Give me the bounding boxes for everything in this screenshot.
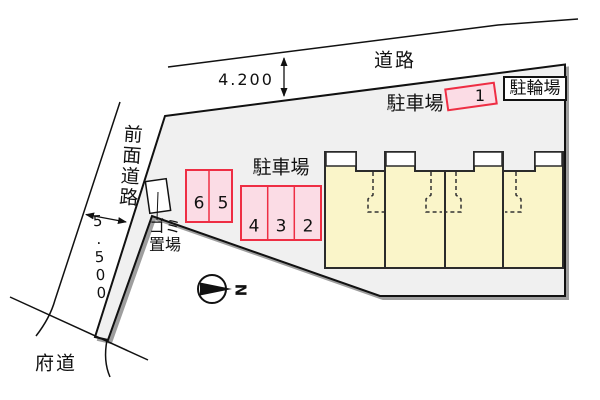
parking-space-1-number: 1 [474, 86, 486, 105]
top-road-dimension-label: 4.200 [218, 70, 274, 89]
bicycle-parking-label: 駐輪場 [509, 78, 561, 99]
porch-unit-1 [325, 151, 357, 167]
top-road-line [167, 18, 579, 68]
parking-space-1-box [444, 81, 498, 112]
building-unit-4 [502, 151, 564, 269]
prefectural-road-label: 府道 [34, 352, 78, 375]
prefectural-road-line [9, 296, 149, 361]
porch-unit-3 [473, 151, 503, 167]
building-unit-3 [444, 151, 504, 269]
entry-path-unit-3 [445, 172, 462, 213]
entry-path-unit-4 [505, 172, 522, 213]
parking-lot-label-main: 駐車場 [252, 156, 310, 179]
garbage-area-label: ゴミ 置場 [149, 218, 181, 254]
entry-path-unit-1 [367, 172, 384, 213]
dimension-arrow-front [85, 212, 127, 224]
porch-unit-2 [385, 151, 416, 167]
north-compass-needle [200, 282, 232, 296]
front-road-label: 前面道路 [115, 123, 144, 209]
top-road-label: 道路 [373, 49, 417, 72]
garbage-area-label-line2: 置場 [148, 235, 182, 254]
garbage-area-label-line1: ゴミ [148, 217, 182, 236]
front-road-line [35, 101, 121, 337]
entry-path-unit-2 [425, 172, 442, 213]
parking-space-5-number: 5 [217, 193, 229, 214]
parking-lot-label-top: 駐車場 [386, 92, 444, 115]
parking-block-4-3-2 [240, 185, 322, 241]
parking-space-2-number: 2 [302, 216, 314, 237]
parking-space-3-number: 3 [275, 216, 287, 237]
parking-space-6-number: 6 [193, 193, 205, 214]
porch-unit-4 [534, 151, 563, 167]
garbage-leader-line [156, 191, 159, 221]
parking-space-4-number: 4 [248, 216, 260, 237]
front-road-dimension-label: 5.500 [88, 211, 111, 303]
north-label: N [231, 283, 250, 297]
strip-end-hook [104, 339, 111, 378]
bicycle-parking-box [503, 76, 567, 101]
